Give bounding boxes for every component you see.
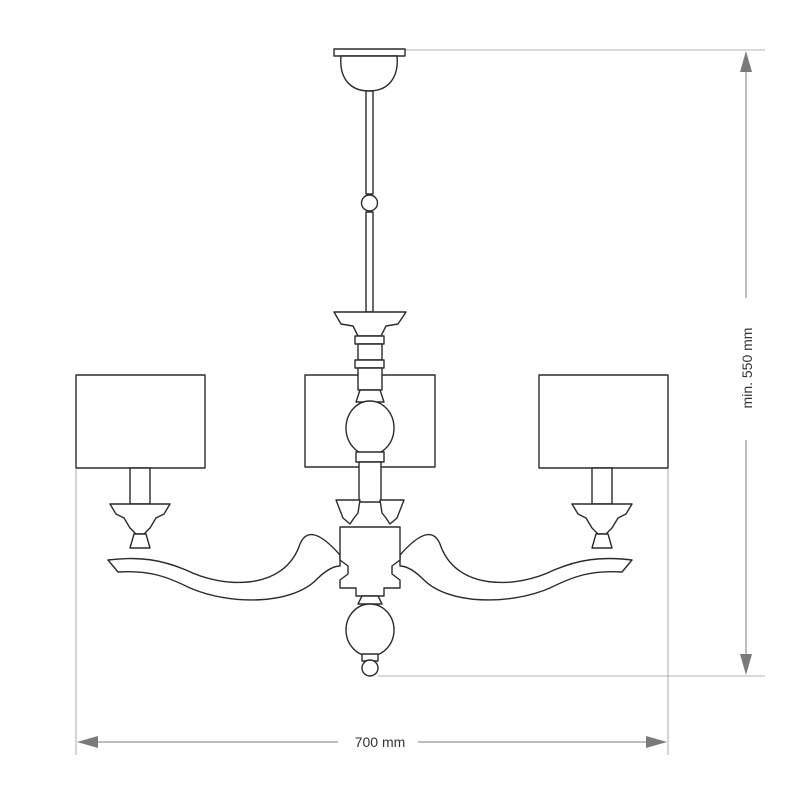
central-hub [339,526,401,677]
height-arrow-bottom [740,654,752,675]
lamp-shade-right [538,374,669,469]
column-neck [355,389,385,403]
column-stem-upper [357,367,383,391]
candle-sleeve-right [591,467,613,505]
column-ring-3 [354,359,385,369]
candle-cup-left [109,503,171,535]
lamp-shade-left [75,374,206,469]
central-column-middle [345,367,395,503]
suspension-rod-upper [365,90,374,195]
candle-cup-center-left [335,499,361,525]
height-arrow-top [740,51,752,72]
width-dimension: 700 mm [77,734,667,750]
height-dimension-label: min. 550 mm [739,328,755,409]
rod-ball-joint [360,194,379,212]
column-stem-lower [358,461,382,503]
hub-neck [357,595,383,605]
lamp-right [538,374,669,549]
ceiling-mount [333,48,406,313]
column-bulb [345,400,395,456]
candle-cup-center-right [379,499,405,525]
width-arrow-right [646,736,667,748]
ceiling-plate [333,48,406,57]
candle-sleeve-left [129,467,151,505]
height-dimension: min. 550 mm [739,51,755,675]
center-candle-cups [335,499,405,525]
extension-lines [75,49,765,755]
column-top-collar [333,311,407,337]
canopy-cup [340,55,398,92]
hub-body [339,526,401,597]
column-ring-2 [357,343,383,361]
suspension-rod-lower [365,211,374,313]
width-dimension-label: 700 mm [355,734,406,750]
hub-bulb [345,603,395,657]
column-ring-1 [354,335,385,345]
lamp-left [75,374,206,549]
width-arrow-left [77,736,98,748]
candle-stem-right [591,533,613,549]
central-column [333,311,407,369]
candle-stem-left [129,533,151,549]
candle-cup-right [571,503,633,535]
arm-left [107,534,341,601]
column-lower-ring [355,451,385,463]
hub-finial-ball [361,659,379,677]
arm-right [399,534,633,601]
